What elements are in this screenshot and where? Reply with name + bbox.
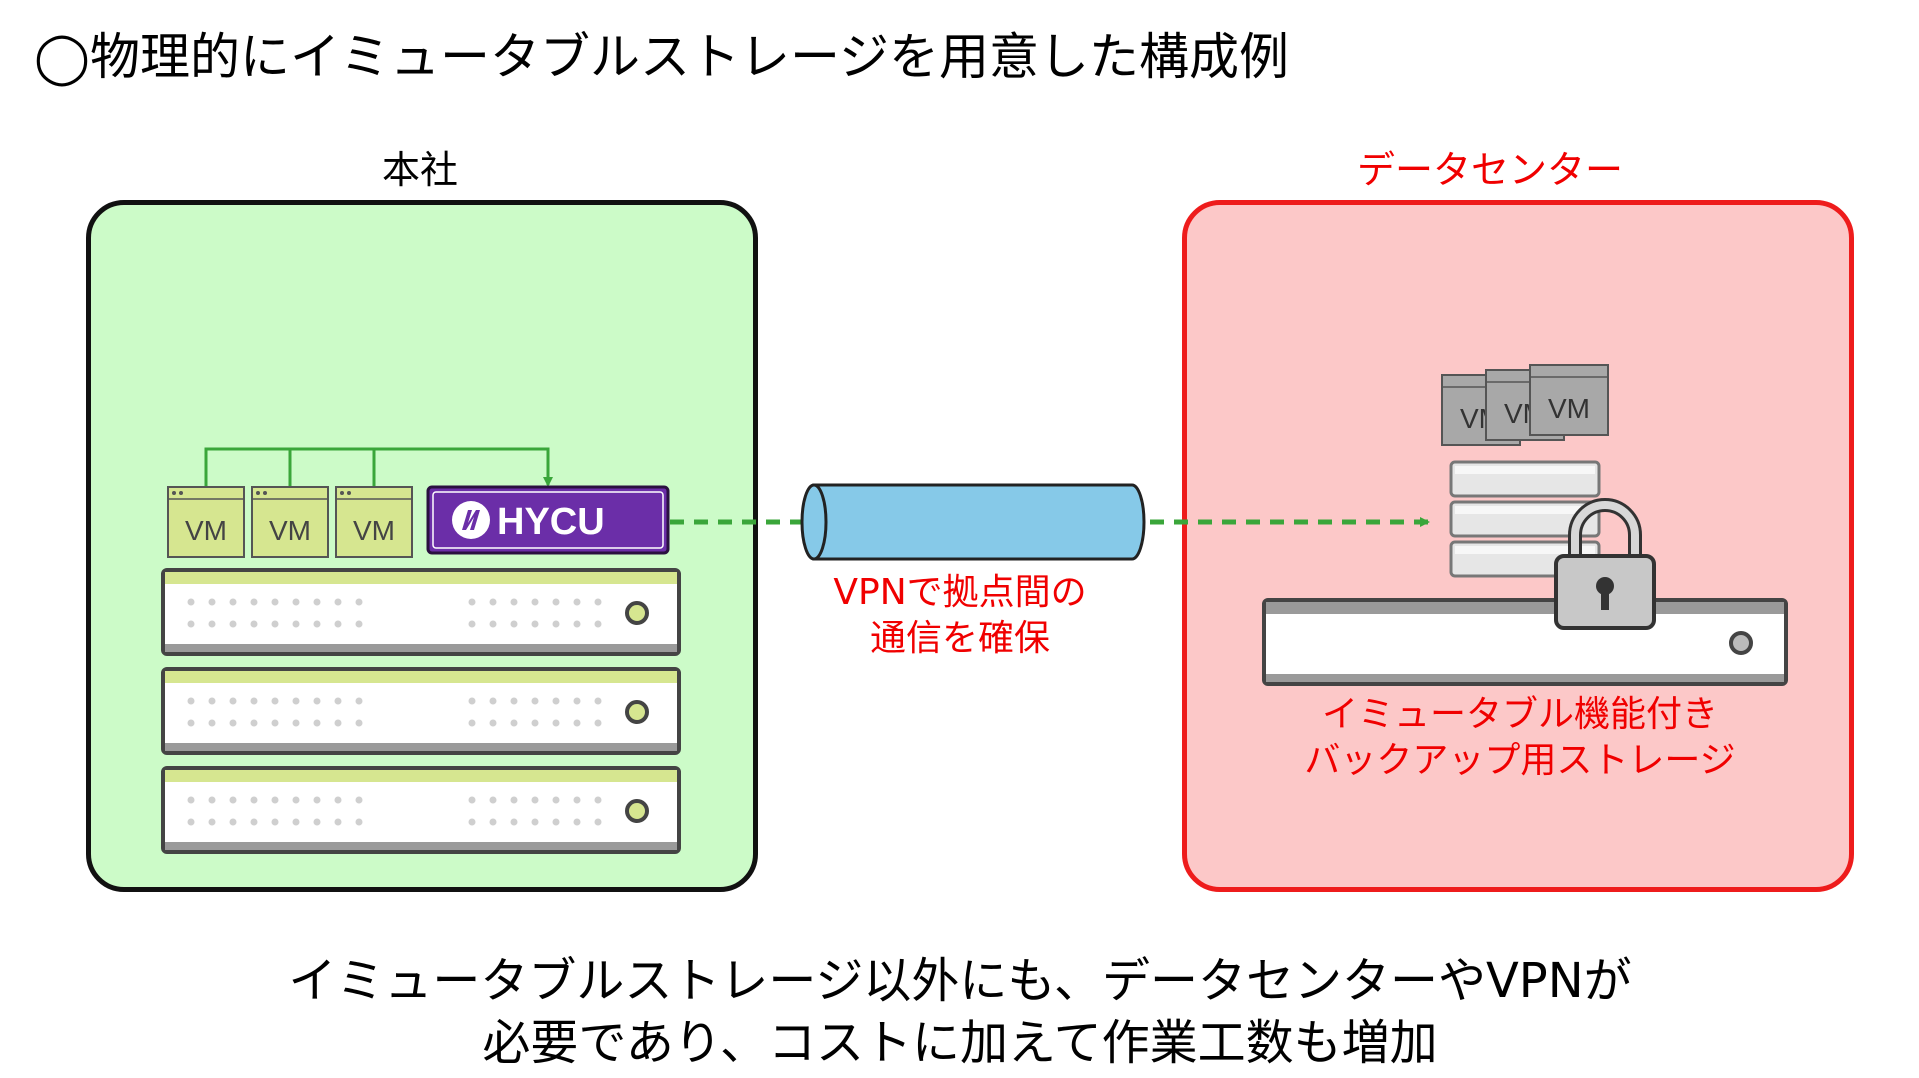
hq-vm-3: VM bbox=[335, 486, 413, 558]
power-led-icon bbox=[625, 700, 649, 724]
storage-disk-stack-icon bbox=[1449, 460, 1601, 578]
hq-server-2 bbox=[161, 667, 681, 755]
storage-caption-line1: イミュータブル機能付き bbox=[1321, 694, 1718, 735]
vpn-caption: VPNで拠点間の 通信を確保 bbox=[780, 570, 1140, 662]
footer-line2: 必要であり、コストに加えて作業工数も増加 bbox=[482, 1015, 1438, 1071]
dc-vm-3: VM bbox=[1529, 364, 1609, 436]
vpn-caption-line1: VPNで拠点間の bbox=[833, 572, 1087, 613]
page-title: ◯物理的にイミュータブルストレージを用意した構成例 bbox=[34, 28, 1289, 86]
storage-caption: イミュータブル機能付き バックアップ用ストレージ bbox=[1265, 692, 1775, 784]
hq-vm-2: VM bbox=[251, 486, 329, 558]
power-led-icon bbox=[1729, 631, 1753, 655]
datacenter-label: データセンター bbox=[1356, 148, 1623, 192]
hycu-logo: HYCU bbox=[426, 485, 670, 555]
power-led-icon bbox=[625, 799, 649, 823]
vpn-tunnel bbox=[800, 483, 1146, 561]
hq-label: 本社 bbox=[381, 148, 458, 192]
storage-caption-line2: バックアップ用ストレージ bbox=[1304, 740, 1736, 781]
svg-text:HYCU: HYCU bbox=[497, 501, 605, 543]
hq-server-3 bbox=[161, 766, 681, 854]
hq-vm-1: VM bbox=[167, 486, 245, 558]
footer-line1: イミュータブルストレージ以外にも、データセンターやVPNが bbox=[288, 953, 1632, 1009]
hq-server-1 bbox=[161, 568, 681, 656]
hq-vm-label: VM bbox=[269, 515, 311, 546]
vm-to-hycu-connector bbox=[204, 447, 553, 487]
dc-storage-server bbox=[1262, 598, 1788, 686]
padlock-icon bbox=[1554, 498, 1656, 630]
hq-vm-label: VM bbox=[185, 515, 227, 546]
hq-vm-label: VM bbox=[353, 515, 395, 546]
dc-vm-label: VM bbox=[1548, 393, 1590, 424]
footer-note: イミュータブルストレージ以外にも、データセンターやVPNが 必要であり、コストに… bbox=[160, 950, 1760, 1074]
power-led-icon bbox=[625, 601, 649, 625]
vpn-caption-line2: 通信を確保 bbox=[869, 618, 1050, 659]
